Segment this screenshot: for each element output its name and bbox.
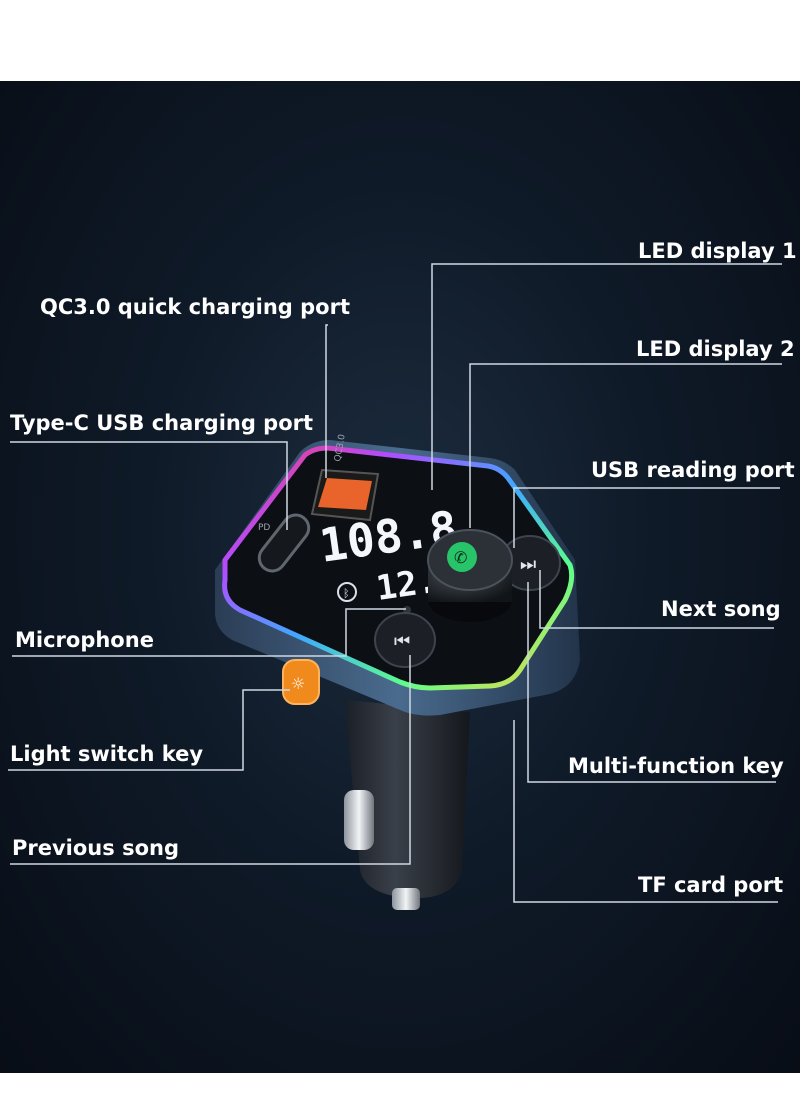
line-usb-reading-port	[513, 487, 780, 548]
label-led-display-1: LED display 1	[638, 239, 797, 263]
bluetooth-icon	[337, 582, 357, 602]
label-previous-song: Previous song	[12, 836, 179, 860]
line-led-display-2	[469, 363, 782, 528]
pd-mark: PD	[258, 523, 270, 533]
diagram-panel: QC3.0 PD 108.8 12.5 ᛒ ⏮ ⏭	[0, 81, 800, 1073]
phone-icon	[447, 542, 477, 572]
qc-mark: QC3.0	[333, 433, 348, 462]
label-qc30-port: QC3.0 quick charging port	[40, 295, 350, 319]
label-microphone: Microphone	[15, 628, 154, 652]
previous-icon: ⏮	[394, 631, 410, 652]
label-usb-reading-port: USB reading port	[591, 458, 795, 482]
line-led-display-1	[431, 263, 782, 490]
leader-lines	[8, 263, 782, 903]
line-microphone	[12, 608, 406, 657]
car-plug	[344, 700, 470, 910]
label-light-switch-key: Light switch key	[10, 742, 204, 766]
line-next-song	[539, 570, 774, 629]
qc30-port: QC3.0	[310, 433, 380, 522]
label-tf-card-port: TF card port	[638, 873, 784, 897]
type-c-port: PD	[257, 513, 311, 573]
line-multi-function-key	[527, 582, 776, 783]
light-bulb-icon: ☼	[291, 674, 305, 693]
line-light-switch-key	[8, 689, 290, 771]
label-next-song: Next song	[661, 597, 781, 621]
line-type-c-port	[10, 441, 288, 530]
label-led-display-2: LED display 2	[636, 337, 795, 361]
line-tf-card-port	[513, 720, 778, 903]
label-multi-function-key: Multi-function key	[568, 754, 784, 778]
device-head	[215, 440, 580, 716]
line-qc30-port	[325, 324, 328, 478]
bluetooth-glyph: ᛒ	[343, 587, 350, 600]
multi-function-knob[interactable]: ✆	[427, 529, 513, 622]
previous-song-button[interactable]: ⏮	[374, 612, 436, 668]
svg-text:✆: ✆	[454, 548, 467, 567]
label-type-c-port: Type-C USB charging port	[10, 411, 314, 435]
tip-contact	[392, 888, 420, 910]
light-switch-key[interactable]: ☼	[282, 659, 320, 705]
next-icon: ⏭	[520, 554, 536, 575]
side-contact	[344, 790, 374, 850]
diagram-svg: QC3.0 PD 108.8 12.5 ᛒ ⏮ ⏭	[8, 263, 782, 910]
line-previous-song	[10, 655, 411, 865]
